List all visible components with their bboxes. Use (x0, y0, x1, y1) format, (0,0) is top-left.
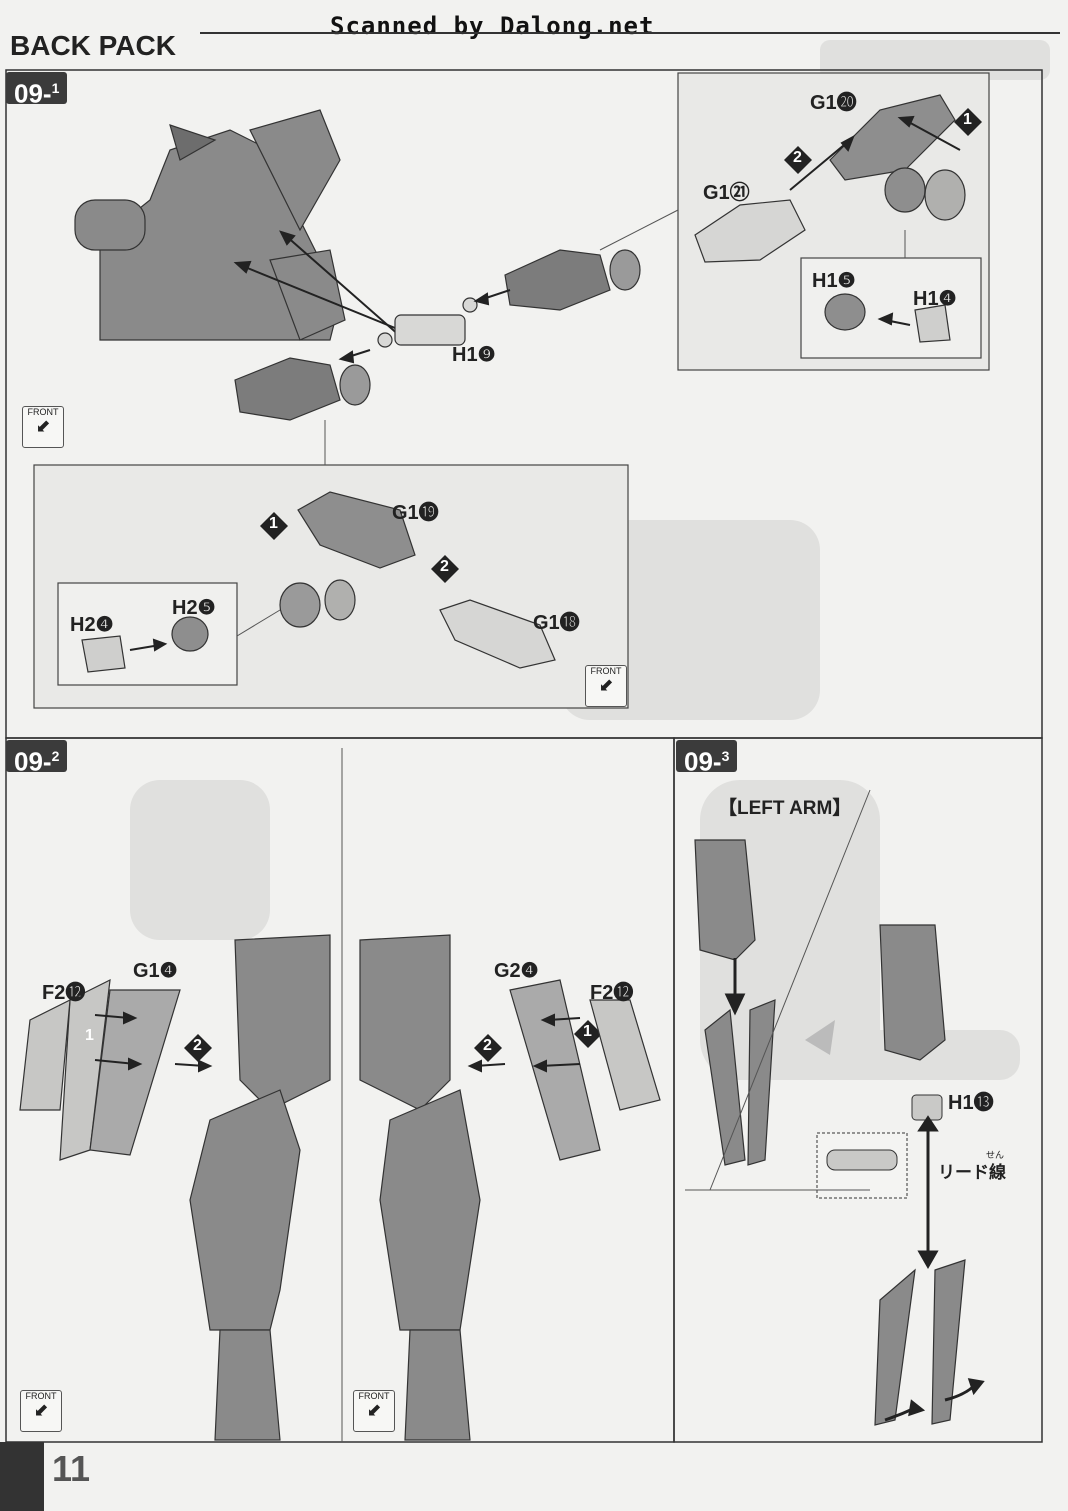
part-label-g1-18: G1⓲ (533, 612, 580, 634)
order-number: 1 (583, 1023, 592, 1040)
order-number: 1 (963, 111, 972, 128)
scan-watermark: Scanned by Dalong.net (330, 12, 655, 40)
front-indicator: FRONT ⬋ (20, 1390, 62, 1432)
order-number: 2 (193, 1037, 202, 1054)
page-number: 11 (52, 1448, 91, 1489)
front-indicator: FRONT ⬋ (22, 406, 64, 448)
part-label-h1-4: H1❹ (913, 288, 957, 310)
part-label-f2-12-right: F2⓬ (590, 982, 634, 1004)
front-arrow-icon: ⬋ (598, 675, 614, 695)
front-arrow-icon: ⬋ (33, 1400, 49, 1420)
part-label-h1-9: H1❾ (452, 344, 496, 366)
front-arrow-icon: ⬋ (35, 416, 51, 436)
step-09-2: 09-2 (6, 740, 68, 777)
part-label-h1-13: H1⓭ (948, 1092, 994, 1114)
step-09-3: 09-3 (676, 740, 738, 777)
lead-wire-label: リード線 (938, 1163, 1006, 1183)
front-arrow-icon: ⬋ (366, 1400, 382, 1420)
left-arm-label: 【LEFT ARM】 (718, 798, 852, 819)
part-label-g2-4: G2❹ (494, 960, 539, 982)
part-label-g1-19: G1⓳ (392, 502, 439, 524)
order-number: 2 (793, 149, 802, 166)
order-number: 1 (269, 515, 278, 532)
part-label-g1-21: G1㉑ (703, 182, 750, 204)
part-label-h2-5: H2❺ (172, 597, 216, 619)
title-rule (200, 32, 1060, 34)
order-number: 1 (85, 1027, 94, 1044)
part-label-h2-4: H2❹ (70, 614, 114, 636)
part-label-g1-4: G1❹ (133, 960, 178, 982)
section-title: BACK PACK (10, 30, 176, 61)
order-number: 2 (483, 1037, 492, 1054)
front-indicator: FRONT ⬋ (353, 1390, 395, 1432)
part-label-f2-12-left: F2⓬ (42, 982, 86, 1004)
part-label-h1-5: H1❺ (812, 270, 856, 292)
part-label-g1-20: G1⓴ (810, 92, 857, 114)
page-edge-bar (0, 1442, 44, 1511)
front-indicator: FRONT ⬋ (585, 665, 627, 707)
lead-wire-ruby: せん (986, 1151, 1005, 1161)
step-09-1: 09-1 (6, 72, 68, 109)
order-number: 2 (440, 558, 449, 575)
